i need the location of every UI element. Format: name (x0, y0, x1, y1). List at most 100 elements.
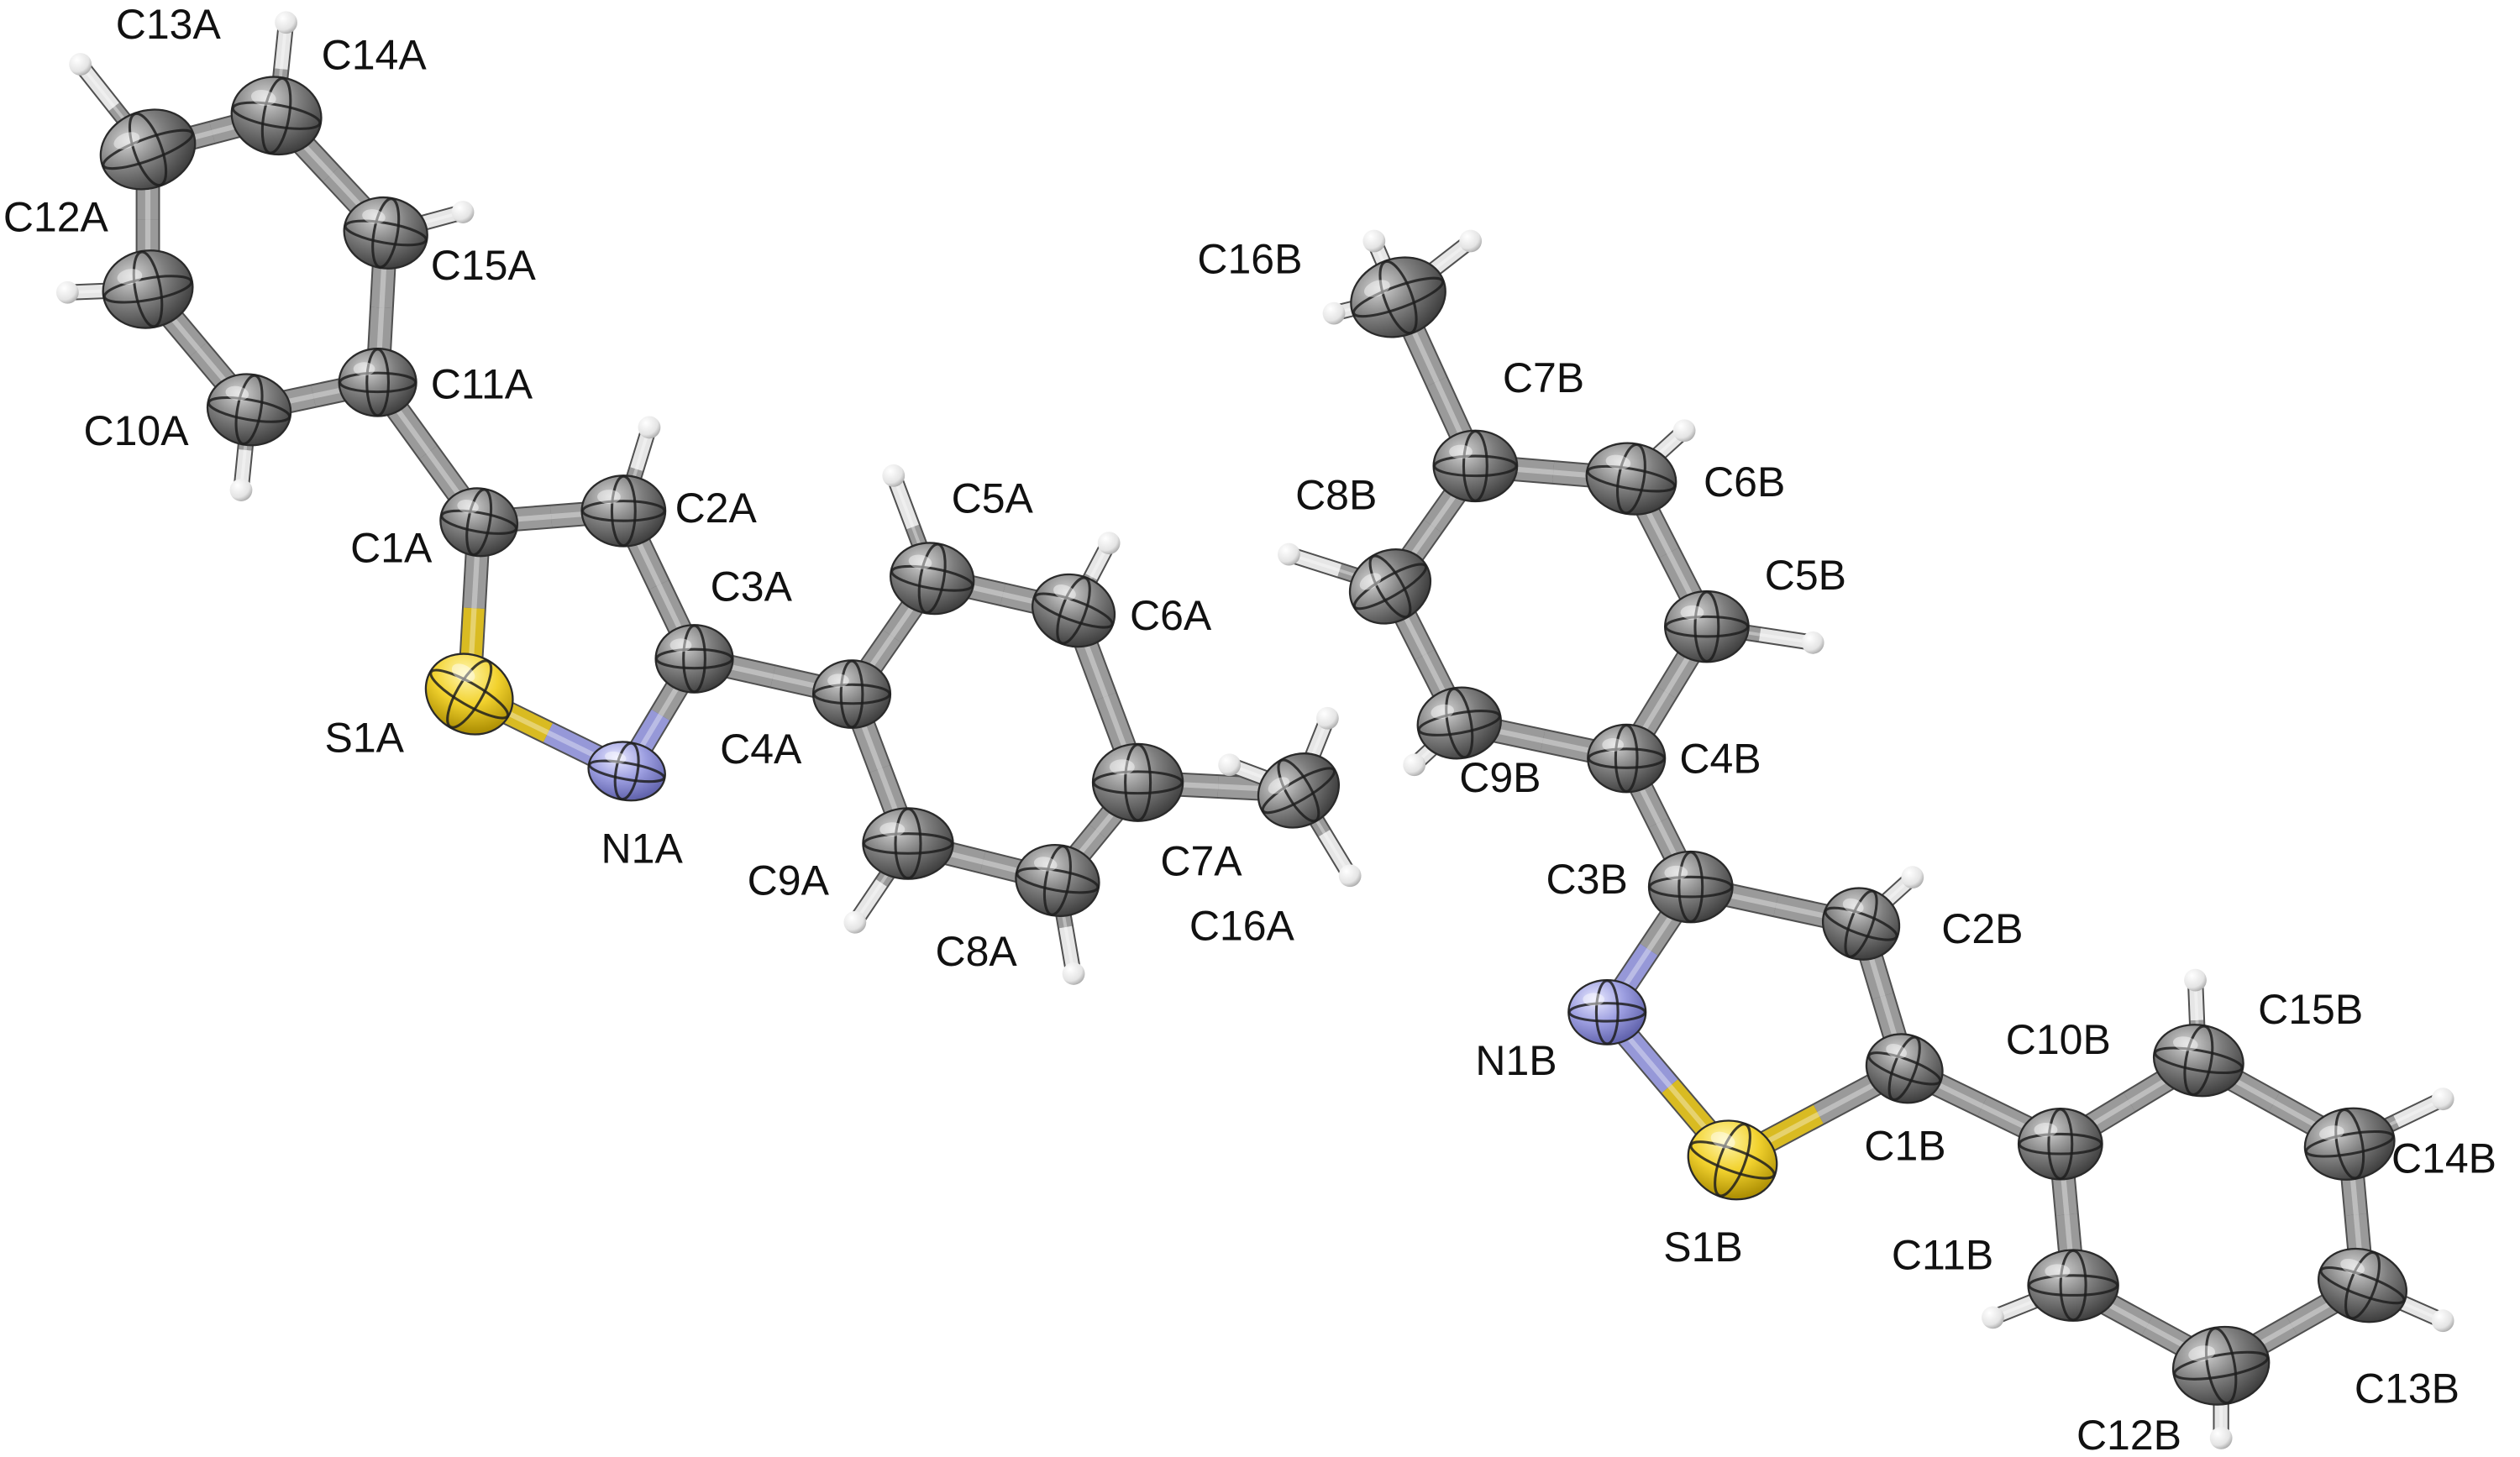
hydrogen-atom-on-c2a (638, 416, 661, 439)
atom-c15b (2152, 1024, 2244, 1098)
hydrogen-atom-on-c13b (2431, 1309, 2454, 1333)
atom-label-c11a: C11A (431, 360, 533, 407)
atom-c2a (580, 474, 667, 548)
atom-label-c9b: C9B (1459, 754, 1541, 801)
atom-labels-layer: C13A C14A C12A C15A C11A C10A C1A C2A C3A S1A N1A C… (3, 1, 2496, 1457)
hydrogen-atom-on-c15a (451, 201, 475, 223)
atom-label-c8a: C8A (936, 928, 1018, 975)
hydrogen-atom-on-c14a (275, 11, 297, 34)
hydrogen-atom-on-c16b (1459, 229, 1483, 253)
atom-c1b (1865, 1033, 1944, 1104)
hydrogen-atom-on-c6a (1097, 532, 1121, 555)
atom-label-c14a: C14A (322, 31, 428, 78)
atom-label-c3b: C3B (1546, 856, 1628, 903)
atom-c16b (1350, 256, 1446, 338)
hydrogen-atom-on-c9a (843, 910, 867, 934)
atom-c9a (862, 807, 954, 880)
atom-label-c16b: C16B (1197, 235, 1302, 282)
hydrogen-atom-on-c8b (1278, 542, 1300, 566)
atom-n1a (587, 741, 666, 802)
atom-label-c14b: C14B (2391, 1135, 2496, 1182)
atom-label-c13a: C13A (116, 1, 222, 48)
atom-label-s1a: S1A (324, 714, 404, 761)
atom-label-c5b: C5B (1765, 552, 1846, 599)
atom-label-c13b: C13B (2355, 1365, 2460, 1412)
atom-c12b (2171, 1325, 2271, 1406)
atom-label-n1a: N1A (601, 825, 684, 872)
atom-label-c2a: C2A (675, 485, 758, 532)
atom-c3b (1647, 850, 1734, 924)
atom-c14b (2303, 1107, 2396, 1181)
atom-label-c4a: C4A (720, 726, 802, 773)
atom-label-c15a: C15A (431, 242, 537, 289)
atom-label-c12b: C12B (2076, 1412, 2181, 1457)
atom-c13b (2317, 1247, 2408, 1323)
bonds-layer (135, 103, 2375, 1376)
atom-c10b (2017, 1108, 2103, 1181)
atom-label-n1b: N1B (1475, 1037, 1557, 1084)
atom-label-c11b: C11B (1892, 1231, 1993, 1278)
atom-c3a (654, 624, 734, 694)
atom-label-s1b: S1B (1663, 1224, 1743, 1271)
atom-label-c5a: C5A (952, 474, 1034, 521)
atom-c5a (890, 542, 975, 616)
atom-label-c16a: C16A (1189, 902, 1295, 949)
atom-label-c10a: C10A (83, 407, 189, 454)
atom-s1b (1687, 1119, 1778, 1201)
atom-label-c1a: C1A (350, 525, 433, 572)
hydrogen-atom-on-c16b (1322, 301, 1346, 325)
atom-label-c6a: C6A (1130, 592, 1212, 639)
hydrogen-atom-on-c16a (1315, 706, 1339, 730)
atom-label-c7b: C7B (1503, 354, 1584, 401)
atom-label-c8b: C8B (1295, 472, 1377, 519)
atom-label-c9a: C9A (748, 857, 830, 904)
hydrogen-atom-on-c11b (1982, 1306, 2004, 1329)
atom-c15a (343, 196, 428, 270)
hydrogen-atom-on-c9b (1403, 753, 1426, 777)
atom-label-c7a: C7A (1160, 838, 1242, 885)
atom-c4b (1587, 723, 1667, 794)
hydrogen-atom-on-c12b (2209, 1426, 2233, 1449)
atom-label-c3a: C3A (711, 563, 793, 611)
hydrogen-atom-on-c2b (1901, 866, 1924, 889)
atom-c10a (206, 373, 292, 447)
atom-n1b (1567, 978, 1647, 1046)
hydrogen-atom-on-c5a (882, 464, 906, 487)
atom-c6a (1032, 573, 1116, 648)
atom-c9b (1416, 686, 1502, 760)
atom-c13a (99, 108, 197, 191)
atom-label-c6b: C6B (1704, 459, 1785, 506)
atom-c8b (1348, 548, 1432, 625)
atom-c7b (1432, 429, 1519, 503)
hydrogen-atom-on-c13a (69, 53, 92, 76)
hydrogen-atom-on-c8a (1062, 962, 1085, 985)
hydrogen-atom-on-c14b (2431, 1088, 2454, 1111)
atom-s1a (424, 653, 514, 736)
hydrogen-atom-on-c12a (55, 280, 79, 304)
hydrogen-atom-on-c16a (1338, 864, 1362, 888)
atom-c11a (338, 348, 417, 417)
hydrogen-atom-on-c6b (1672, 419, 1696, 443)
hydrogen-atom-on-c16a (1218, 753, 1242, 777)
atom-c1a (439, 487, 519, 558)
hydrogen-atom-on-c15b (2184, 968, 2207, 992)
atom-label-c10b: C10B (2006, 1016, 2111, 1063)
atom-c2b (1821, 887, 1901, 961)
atom-c5b (1663, 590, 1750, 663)
hydrogen-atom-on-c10a (229, 479, 253, 501)
atom-c7a (1091, 742, 1184, 822)
atom-c14a (230, 76, 323, 156)
atom-label-c1b: C1B (1864, 1122, 1945, 1169)
atom-label-c4b: C4B (1679, 735, 1761, 782)
atom-label-c12a: C12A (3, 194, 109, 241)
atom-c16a (1257, 752, 1341, 829)
atom-label-c15b: C15B (2258, 986, 2363, 1033)
hydrogen-atom-on-c5b (1801, 631, 1824, 654)
atom-c11b (2027, 1249, 2119, 1322)
atom-label-c2b: C2B (1941, 905, 2023, 952)
atom-c4a (811, 659, 892, 729)
hydrogen-atom-on-c16b (1362, 229, 1386, 253)
atom-c6b (1585, 442, 1677, 516)
atom-c12a (102, 249, 194, 329)
